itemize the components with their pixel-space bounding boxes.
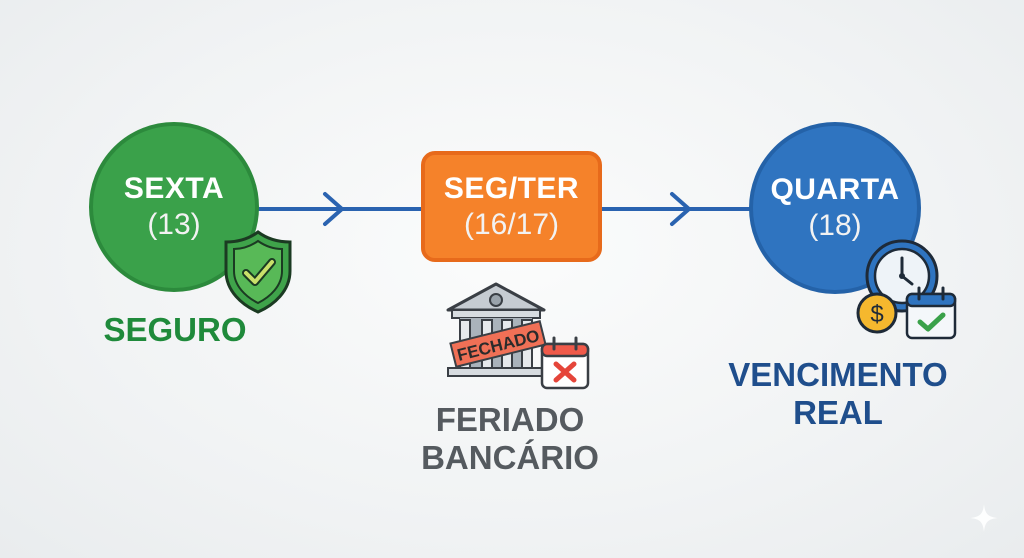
clock-money-calendar-icon: $ — [856, 239, 957, 340]
caption-line: FERIADO — [435, 401, 585, 438]
step-title: SEG/TER — [443, 171, 580, 205]
closed-bank-icon: FECHADO — [446, 282, 590, 390]
svg-text:$: $ — [870, 301, 883, 328]
step-title: QUARTA — [770, 173, 900, 206]
step-mon-tue-node: SEG/TER (16/17) — [421, 151, 602, 262]
step-date: (18) — [808, 209, 862, 242]
caption-line: VENCIMENTO — [728, 356, 948, 393]
step-friday-node: SEXTA (13) — [89, 122, 259, 292]
step-title: SEXTA — [123, 172, 225, 205]
sparkle-icon — [970, 504, 998, 532]
arrow-right-icon — [323, 192, 344, 226]
arrow-right-icon — [670, 192, 691, 226]
caption-line: REAL — [793, 394, 883, 431]
step-date: (13) — [147, 208, 201, 241]
step-wednesday-node: QUARTA (18) — [749, 122, 921, 294]
step-caption: FERIADO BANCÁRIO — [400, 401, 620, 477]
step-caption: SEGURO — [103, 311, 247, 348]
shield-check-icon — [224, 230, 292, 314]
step-caption: VENCIMENTO REAL — [718, 356, 958, 432]
step-date: (16/17) — [463, 207, 560, 241]
caption-line: BANCÁRIO — [421, 439, 599, 476]
